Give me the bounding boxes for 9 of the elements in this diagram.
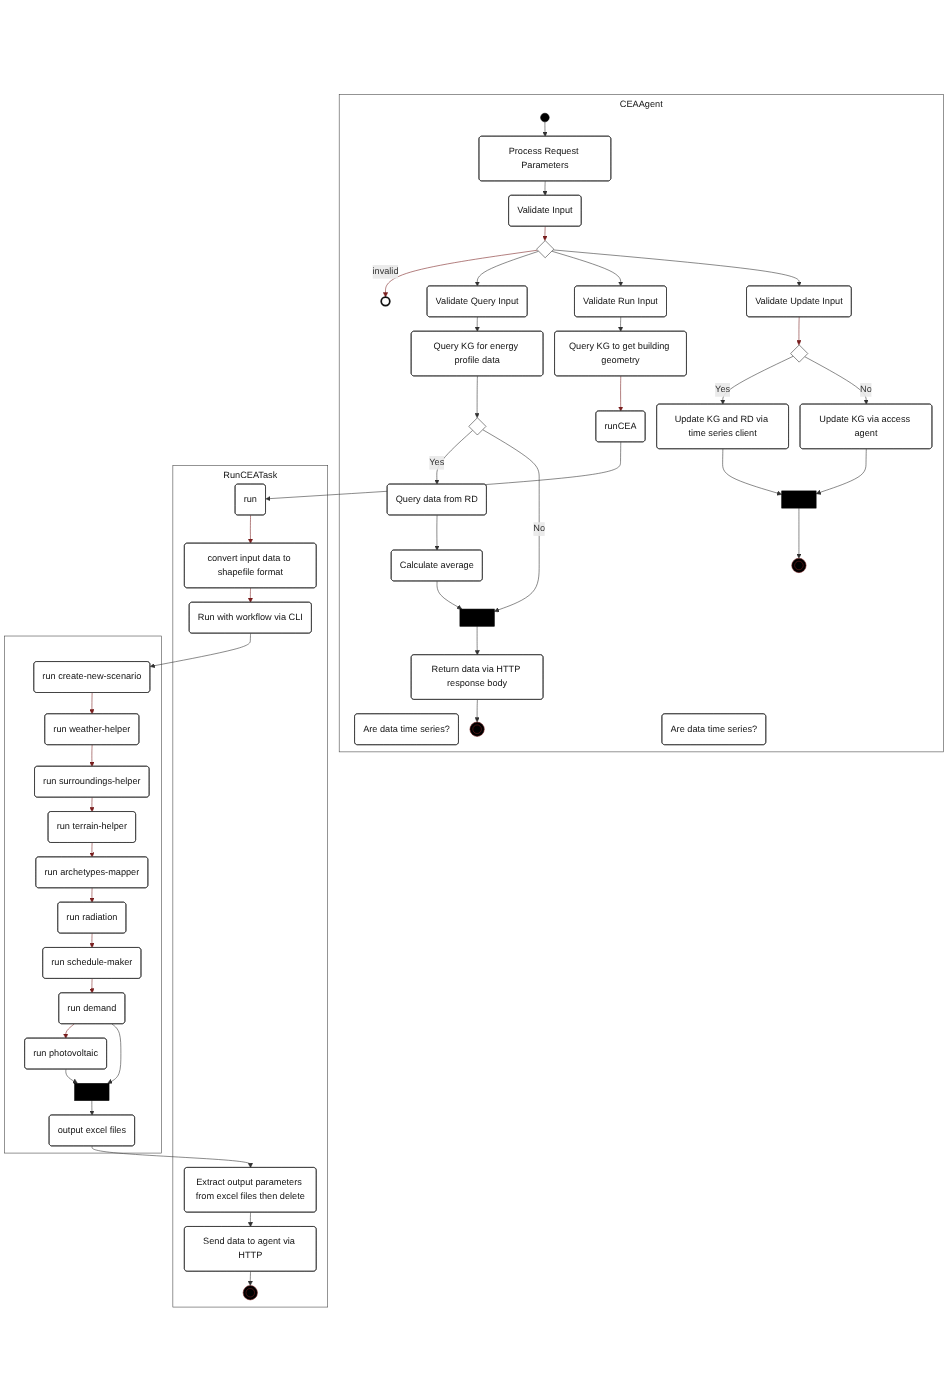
node-bar: [459, 607, 495, 626]
node-diamond: [468, 416, 487, 435]
node-diamond: [536, 239, 555, 258]
node-diamond: [790, 343, 809, 362]
node-bar: [781, 489, 817, 508]
node-bar: [74, 1082, 110, 1101]
node-circle: [380, 295, 391, 306]
cluster: [4, 634, 162, 1153]
node-circle: [540, 112, 550, 122]
